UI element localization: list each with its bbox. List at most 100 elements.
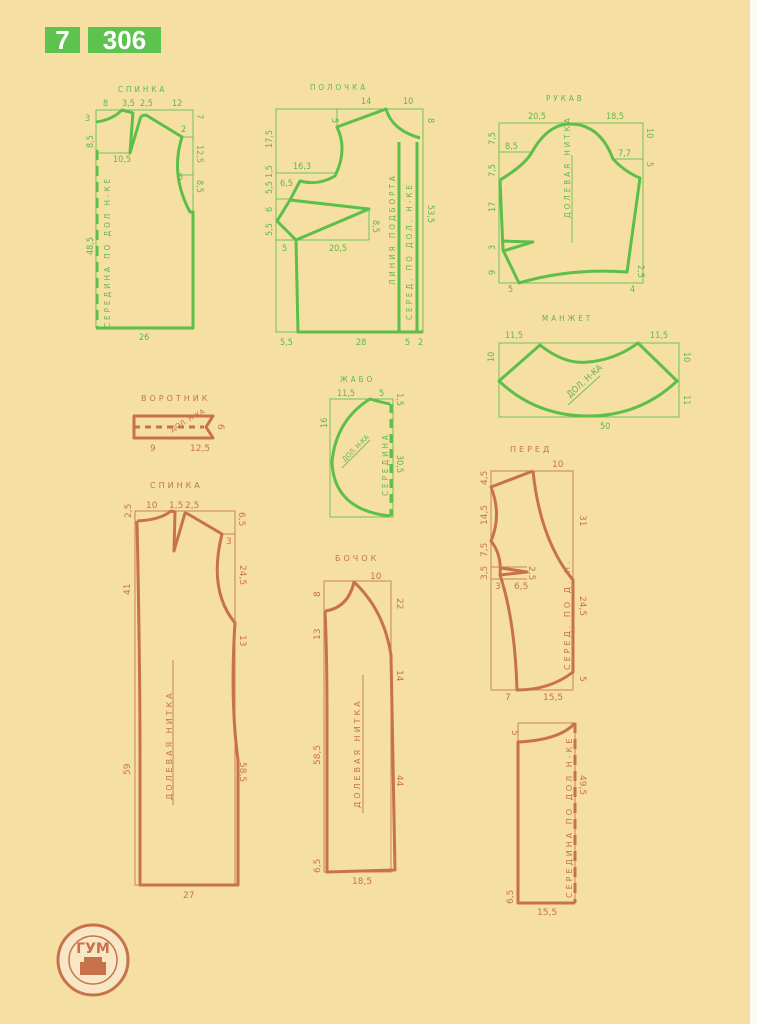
piece-title: ПЕРЕД <box>510 445 552 454</box>
grain-line-note: ДОЛ. Н-КА <box>169 408 206 434</box>
dimension-label: 15,5 <box>537 908 557 918</box>
dimension-label: 8,5 <box>505 142 518 152</box>
dimension-label: 7 <box>194 114 204 119</box>
dimension-label: 14 <box>394 670 404 682</box>
dimension-label: 3,5 <box>480 566 490 580</box>
dimension-label: 2,5 <box>635 265 645 278</box>
dimension-label: 22 <box>394 598 404 609</box>
dimension-label: 17 <box>488 202 498 212</box>
grain-line-note: ДОЛЕВАЯ НИТКА <box>165 690 174 800</box>
dimension-label: 8,5 <box>194 180 204 193</box>
jabot-piece: ЖАБО 11,5 5 1,5 16 30,5 ДОЛ. Н-КА СЕРЕДИ… <box>320 375 404 518</box>
dimension-label: 24,5 <box>237 565 247 585</box>
dimension-label: 10 <box>146 501 158 511</box>
piece-title: МАНЖЕТ <box>542 314 593 323</box>
section-number-badge: 7 <box>45 27 80 53</box>
dimension-label: 10 <box>487 352 497 362</box>
dimension-label: 7,5 <box>488 132 498 145</box>
dimension-label: 24,5 <box>577 596 587 616</box>
dimension-label: 14,5 <box>480 505 490 525</box>
back-bottom-piece: СПИНКА 2,5 10 1,5 2,5 6,5 3 41 24,5 13 5… <box>123 481 247 901</box>
dimension-label: 2 <box>418 338 423 348</box>
dimension-label: 3 <box>495 582 501 592</box>
grain-line-note: ДОЛЕВАЯ НИТКА <box>353 698 362 808</box>
dimension-label: 5 <box>329 118 339 123</box>
dimension-label: 3 <box>226 537 232 547</box>
dimension-label: 5 <box>178 173 183 183</box>
dimension-label: 13 <box>237 635 247 646</box>
dimension-label: 28 <box>356 338 366 348</box>
dimension-label: 48,5 <box>86 237 96 255</box>
grain-line-note: ДОЛ. Н-КА <box>565 363 605 400</box>
dimension-label: 2,5 <box>124 504 134 518</box>
center-line-note: СЕРЕДИНА <box>381 432 390 496</box>
dimension-label: ГУМ <box>76 941 110 957</box>
dimension-label: 11,5 <box>337 389 355 399</box>
dimension-label: 5 <box>282 244 287 254</box>
dimension-label: 20,5 <box>329 244 347 254</box>
dimension-label: 8 <box>425 118 435 123</box>
dimension-label: 6,5 <box>514 582 528 592</box>
dimension-label: 2 <box>181 125 186 135</box>
center-line-note: СЕРЕДИНА ПО ДОЛ Н-КЕ <box>103 176 112 328</box>
model-number-badge: 306 <box>88 27 161 53</box>
dimension-label: 10 <box>370 572 382 582</box>
piece-title: ПОЛОЧКА <box>310 83 368 92</box>
cuff-piece: МАНЖЕТ 11,5 11,5 10 10 11 50 ДОЛ. Н-КА <box>487 314 691 432</box>
piece-title: СПИНКА <box>118 85 167 94</box>
dimension-label: 12,5 <box>190 444 210 454</box>
dimension-label: 59 <box>123 763 133 775</box>
dimension-label: 8 <box>313 591 323 597</box>
dimension-label: 4,5 <box>480 471 490 485</box>
dimension-label: 27 <box>183 891 194 901</box>
dimension-label: 5 <box>577 676 587 682</box>
dimension-label: 7 <box>505 693 511 703</box>
dimension-label: 4 <box>630 285 635 295</box>
dimension-label: 5 <box>509 730 519 736</box>
dimension-label: 1,5 <box>265 165 275 178</box>
gum-logo: ГУМ <box>56 923 130 997</box>
dimension-label: 18,5 <box>606 112 624 122</box>
dimension-label: 5 <box>508 285 513 295</box>
dimension-label: 16 <box>320 418 330 428</box>
dimension-label: 12,5 <box>194 145 204 163</box>
front-lower-piece: 5 49,5 6,5 15,5 СЕРЕДИНА ПО ДОЛ Н-КЕ <box>506 721 587 918</box>
dimension-label: 10 <box>552 460 564 470</box>
dimension-label: 7,5 <box>488 164 498 177</box>
dimension-label: 5 <box>644 162 654 167</box>
dimension-label: 30,5 <box>394 455 404 473</box>
dimension-label: 16,3 <box>293 162 311 172</box>
piece-title: СПИНКА <box>150 481 203 490</box>
dimension-label: 10 <box>644 128 654 138</box>
dimension-label: 8,5 <box>86 135 96 148</box>
dimension-label: 2,5 <box>140 99 153 109</box>
dimension-label: 26 <box>139 333 149 343</box>
dimension-label: 2,5 <box>526 566 536 580</box>
dimension-label: 58,5 <box>313 745 323 765</box>
dimension-label: 20,5 <box>528 112 546 122</box>
dimension-label: 7,7 <box>618 149 631 159</box>
dimension-label: 6,5 <box>313 859 323 873</box>
dimension-label: 1,5 <box>169 501 183 511</box>
dimension-label: 17,5 <box>265 130 275 148</box>
dimension-label: 18,5 <box>352 877 372 887</box>
grain-line-note: ДОЛЕВАЯ НИТКА <box>563 115 572 218</box>
dimension-label: 5,5 <box>265 181 275 194</box>
facing-line-note: ЛИНИЯ ПОДБОРТА <box>388 173 397 285</box>
dimension-label: 14 <box>361 97 371 107</box>
dimension-label: 5 <box>405 338 410 348</box>
dimension-label: 9 <box>150 444 156 454</box>
page-edge <box>750 0 757 1024</box>
dimension-label: 8 <box>103 99 108 109</box>
dimension-label: 9 <box>488 270 498 275</box>
back-top-piece: СПИНКА 8 3,5 2,5 12 3 8,5 10,5 48,5 7 2 … <box>85 85 204 343</box>
dimension-label: 2,5 <box>185 501 199 511</box>
piece-title: ЖАБО <box>340 375 375 384</box>
dimension-label: 10 <box>681 352 691 362</box>
piece-title: РУКАВ <box>546 94 585 103</box>
front-top-piece: ПОЛОЧКА 14 10 8 5 17,5 16,3 1,5 6,5 5,5 … <box>265 83 435 348</box>
dimension-label: 11,5 <box>650 331 668 341</box>
dimension-label: 53,5 <box>425 205 435 223</box>
